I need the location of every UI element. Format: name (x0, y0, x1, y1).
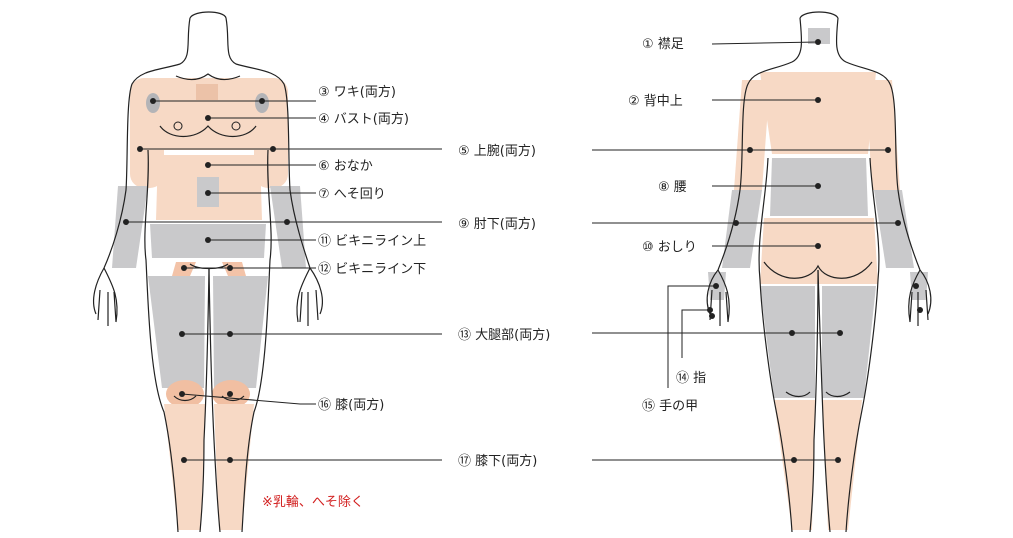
label-back-of-hand: ⑮ 手の甲 (642, 399, 698, 414)
area-dots (123, 39, 923, 463)
label-knee: ⑯ 膝(両方) (318, 397, 384, 413)
label-bust: ④ バスト(両方) (318, 111, 409, 127)
label-navel: ⑦ へそ回り (318, 187, 386, 202)
front-forearm-left (112, 186, 148, 268)
back-forearm-left (722, 190, 762, 268)
label-thigh: ⑬ 大腿部(両方) (458, 327, 550, 343)
label-bikini-lower: ⑫ ビキニライン下 (318, 262, 426, 277)
back-buttocks-zone (760, 218, 878, 284)
back-lower-leg-right (822, 400, 862, 530)
label-lower-leg: ⑰ 膝下(両方) (458, 453, 537, 469)
front-forearm-right (270, 186, 306, 268)
label-bikini-upper: ⑪ ビキニライン上 (318, 234, 426, 249)
back-thigh-right (822, 286, 876, 398)
back-nape-zone (808, 28, 830, 44)
front-figure (92, 11, 323, 533)
back-upper-arm-left (734, 80, 770, 190)
label-finger: ⑭ 指 (676, 371, 706, 386)
front-lower-leg-left (164, 404, 205, 530)
back-forearm-right (874, 190, 914, 268)
label-waist: ⑧ 腰 (658, 180, 687, 195)
label-upper-arm: ⑤ 上腕(両方) (458, 143, 536, 159)
label-belly: ⑥ おなか (318, 159, 373, 174)
back-outline (706, 11, 932, 533)
excluded-areas-note: ※乳輪、へそ除く (262, 494, 364, 510)
back-lower-leg-left (774, 400, 815, 530)
back-upper-arm-right (866, 80, 900, 190)
back-upper-back-zone (760, 72, 876, 154)
back-figure (706, 11, 932, 533)
front-sternum-strip (196, 84, 218, 100)
front-outline (92, 11, 323, 533)
front-lower-leg-right (214, 404, 254, 530)
front-thigh-left (148, 276, 205, 388)
front-thigh-right (213, 276, 268, 388)
label-upper-back: ② 背中上 (628, 94, 683, 109)
label-forearm: ⑨ 肘下(両方) (458, 216, 536, 232)
area-labels: ③ ワキ(両方) ④ バスト(両方) ⑤ 上腕(両方) ⑥ おなか ⑦ へそ回り… (262, 37, 706, 510)
label-armpit: ③ ワキ(両方) (318, 84, 396, 100)
label-nape: ① 襟足 (642, 37, 684, 52)
back-thigh-left (760, 286, 815, 398)
front-bikini-lower-right (222, 262, 246, 276)
label-buttocks: ⑩ おしり (642, 240, 697, 255)
front-chest-zone (150, 78, 268, 150)
